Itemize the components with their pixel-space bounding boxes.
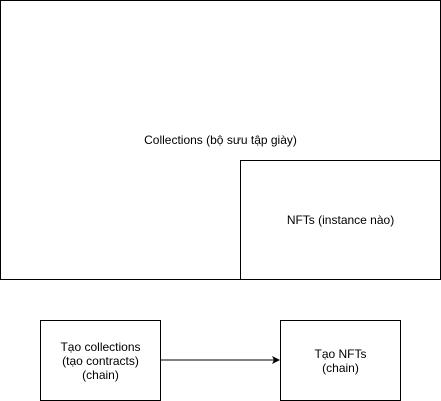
- create-collections-box: Tạo collections (tạo contracts) (chain): [40, 320, 161, 401]
- create-nfts-line-1: Tạo NFTs: [314, 346, 367, 361]
- create-collections-line-3: (chain): [82, 367, 119, 382]
- create-collections-line-2: (tạo contracts): [62, 353, 139, 368]
- create-nfts-line-2: (chain): [322, 360, 359, 375]
- create-collections-line-1: Tạo collections: [60, 339, 141, 354]
- nfts-label: NFTs (instance nào): [286, 213, 395, 227]
- nfts-box: [240, 160, 441, 280]
- create-nfts-box: Tạo NFTs (chain): [280, 320, 401, 401]
- collections-label: Collections (bộ sưu tập giày): [144, 133, 297, 147]
